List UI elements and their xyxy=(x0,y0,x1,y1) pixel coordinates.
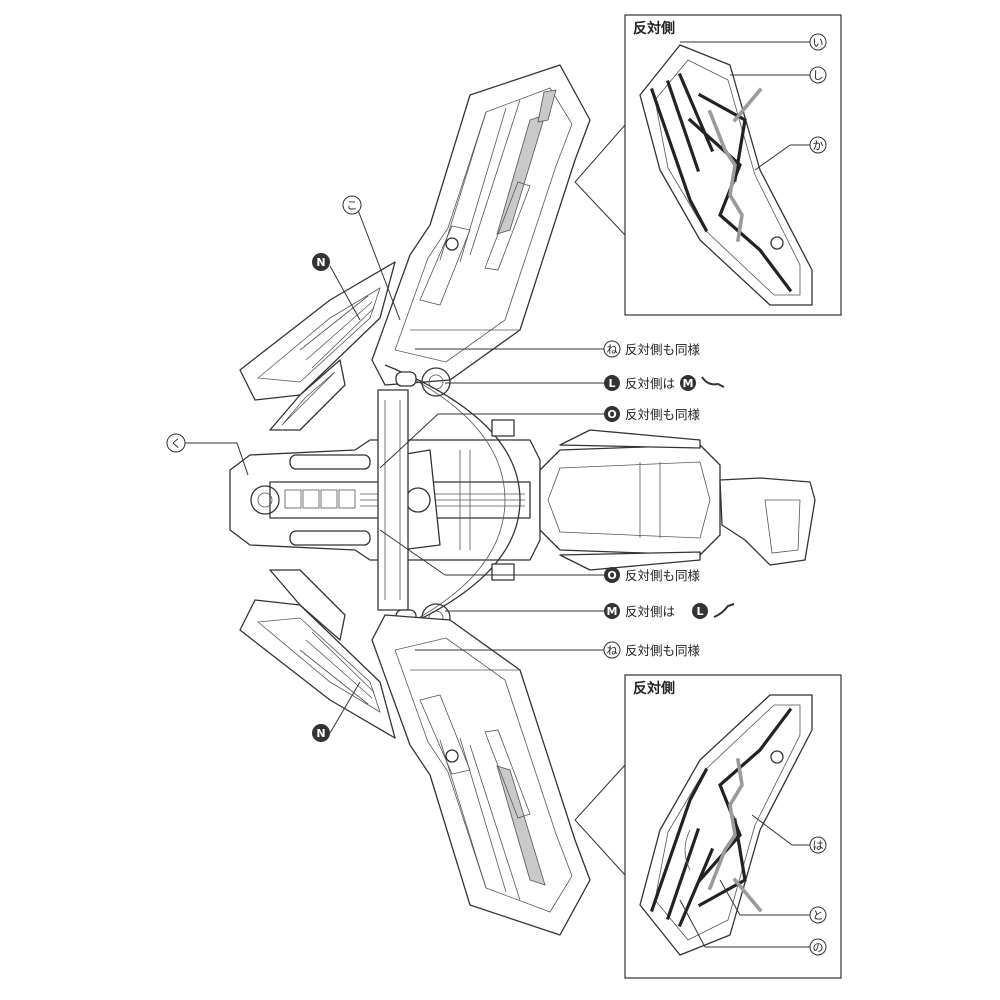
callout-n-bottom: N xyxy=(312,724,330,742)
upper-main-wing xyxy=(371,64,591,386)
ship-illustration xyxy=(229,64,816,936)
panel-bottom-title: 反対側 xyxy=(633,680,675,697)
callout-m-bottom: M 反対側は L xyxy=(604,603,735,619)
svg-text:こ: こ xyxy=(347,199,358,212)
svg-text:ね: ね xyxy=(607,343,618,356)
decal-shape-icon xyxy=(701,376,725,388)
label-ka: か xyxy=(809,136,827,154)
svg-text:か: か xyxy=(813,139,824,152)
svg-text:の: の xyxy=(813,941,824,954)
svg-text:し: し xyxy=(813,69,824,82)
callout-ku: く xyxy=(166,433,186,453)
label-no: の xyxy=(809,938,827,956)
svg-text:と: と xyxy=(813,909,824,922)
leader-lines xyxy=(185,124,626,876)
callout-l-top: L 反対側は M xyxy=(604,375,725,391)
callout-ko: こ xyxy=(342,195,362,215)
svg-text:M: M xyxy=(607,605,618,618)
upper-fin-n xyxy=(239,261,396,431)
decal-shape-icon xyxy=(713,603,735,618)
panel-top-title: 反対側 xyxy=(633,20,675,37)
svg-text:ね: ね xyxy=(607,644,618,657)
lower-main-wing xyxy=(371,614,591,936)
svg-text:L: L xyxy=(608,377,615,390)
callout-o-bottom: O 反対側も同様 xyxy=(604,567,701,583)
svg-text:L: L xyxy=(696,605,703,618)
lower-fin-n xyxy=(239,569,396,739)
svg-text:い: い xyxy=(813,36,824,49)
svg-text:反対側は: 反対側は xyxy=(625,604,675,619)
svg-text:反対側は: 反対側は xyxy=(625,376,675,391)
svg-text:M: M xyxy=(683,377,694,390)
callout-ne-bottom: ね 反対側も同様 xyxy=(603,641,701,659)
label-shi: し xyxy=(809,66,827,84)
svg-text:O: O xyxy=(607,408,616,421)
detail-panel-top: 反対側 い し か xyxy=(624,14,842,316)
callout-o-top: O 反対側も同様 xyxy=(604,406,701,422)
svg-text:N: N xyxy=(316,727,325,740)
svg-text:く: く xyxy=(171,437,182,450)
svg-text:反対側も同様: 反対側も同様 xyxy=(625,643,701,658)
svg-text:O: O xyxy=(607,569,616,582)
label-ha: は xyxy=(809,836,827,854)
svg-text:反対側も同様: 反対側も同様 xyxy=(625,407,701,422)
svg-text:反対側も同様: 反対側も同様 xyxy=(625,568,701,583)
callout-ne-top: ね 反対側も同様 xyxy=(603,340,701,358)
label-i: い xyxy=(809,33,827,51)
rear-engine xyxy=(539,429,816,571)
svg-text:反対側も同様: 反対側も同様 xyxy=(625,342,701,357)
label-to: と xyxy=(809,906,827,924)
detail-panel-bottom: 反対側 は と の xyxy=(624,674,842,979)
svg-text:は: は xyxy=(813,839,824,852)
callout-n-top: N xyxy=(312,253,330,271)
svg-text:N: N xyxy=(316,256,325,269)
